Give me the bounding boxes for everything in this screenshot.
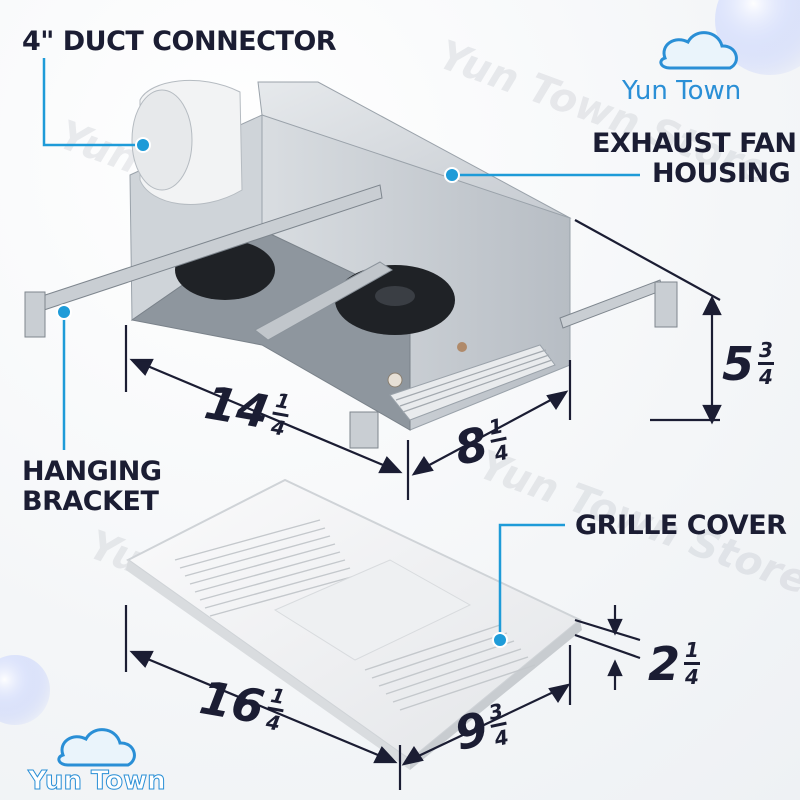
bracket-label-line1: HANGING xyxy=(22,456,162,487)
dimension-whole: 9 xyxy=(449,700,493,761)
dimension-whole: 16 xyxy=(195,669,269,734)
dimension-denominator: 4 xyxy=(269,414,288,441)
dimension-whole: 2 xyxy=(648,636,681,691)
dimension-numerator: 1 xyxy=(685,638,699,662)
dimension-whole: 8 xyxy=(449,415,493,476)
bubble-decoration xyxy=(715,0,800,75)
dimension-numerator: 1 xyxy=(268,683,287,710)
housing-label-line1: EXHAUST FAN xyxy=(592,128,797,159)
brand-logo-bottom: Yun Town xyxy=(28,766,167,797)
dimension-numerator: 1 xyxy=(486,413,506,440)
cloud-icon xyxy=(659,31,738,70)
dimension-denominator: 4 xyxy=(492,439,511,467)
dimension-numerator: 1 xyxy=(273,388,292,415)
grille-height-dimension: 2 1 4 xyxy=(648,636,701,691)
dimension-denominator: 4 xyxy=(759,365,773,389)
housing-label-line2: HOUSING xyxy=(652,158,791,189)
dimension-whole: 5 xyxy=(722,336,755,391)
duct-connector-label: 4" DUCT CONNECTOR xyxy=(22,26,337,57)
housing-height-dimension: 5 3 4 xyxy=(722,336,775,391)
watermark: Yun Town Store xyxy=(82,522,425,684)
dimension-numerator: 3 xyxy=(486,698,506,725)
dimension-denominator: 4 xyxy=(492,724,511,752)
dimension-denominator: 4 xyxy=(685,665,699,689)
brand-logo-top: Yun Town xyxy=(622,76,742,106)
grille-cover-label: GRILLE COVER xyxy=(575,510,787,541)
bubble-decoration xyxy=(0,655,50,725)
dimension-numerator: 3 xyxy=(759,338,773,362)
bracket-label-line2: BRACKET xyxy=(22,486,159,517)
dimension-denominator: 4 xyxy=(264,709,283,736)
dimension-whole: 14 xyxy=(200,374,274,439)
cloud-icon xyxy=(57,728,136,767)
